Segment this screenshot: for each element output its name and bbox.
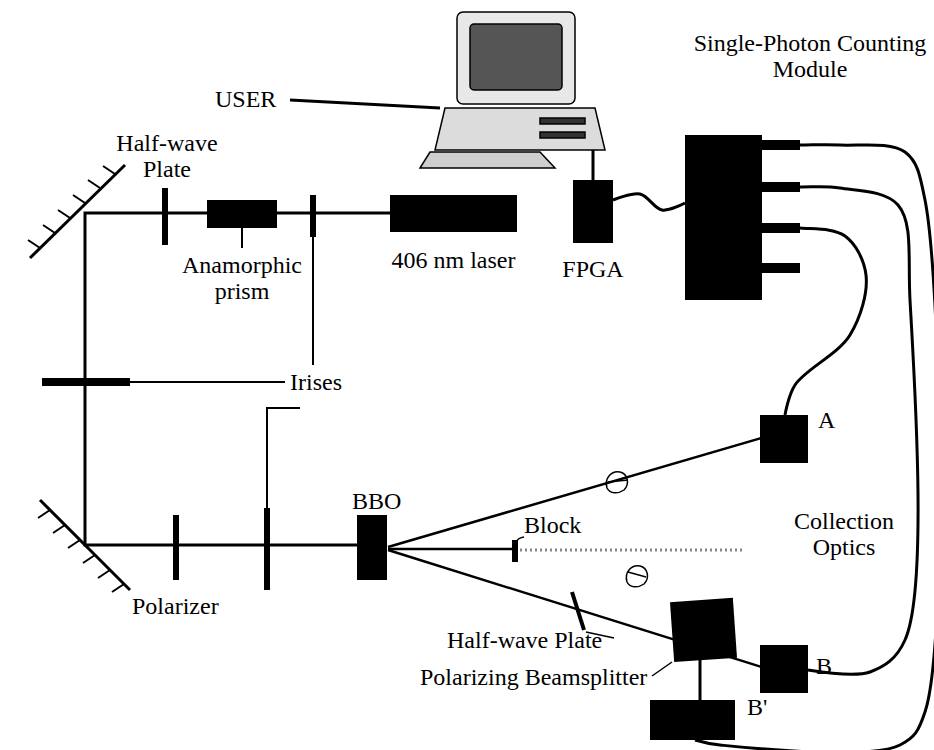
iris <box>42 378 130 386</box>
leader-line <box>517 537 524 541</box>
detector-module: Single-Photon Counting Module <box>685 135 762 300</box>
node-label: Single-Photon Counting Module <box>690 30 930 83</box>
laser-beam <box>85 213 390 545</box>
part-label: Half-wave Plate <box>112 130 222 183</box>
part-label: Half-wave Plate <box>447 627 617 653</box>
part-label: BBO <box>352 488 412 514</box>
detector-box: B' <box>650 700 735 740</box>
iris <box>310 195 316 237</box>
fpga-box: FPGA <box>573 180 613 243</box>
part-label: Collection Optics <box>790 508 898 561</box>
blocked-beam <box>520 549 745 552</box>
part-label: USER <box>215 86 295 112</box>
detector-box: A <box>760 415 808 463</box>
iris <box>264 508 270 590</box>
leader-line <box>130 381 285 383</box>
photon-path <box>388 550 765 668</box>
node-label: 406 nm laser <box>375 247 532 273</box>
bbo-crystal <box>357 515 387 580</box>
mirror <box>40 500 130 590</box>
mirror <box>30 165 125 258</box>
part-label: Anamorphic prism <box>172 252 312 305</box>
half-wave-plate <box>572 592 584 630</box>
leader-line <box>290 100 440 108</box>
spcm-ports <box>760 140 800 273</box>
polarizer <box>173 515 179 580</box>
laser-box: 406 nm laser <box>390 195 517 232</box>
mirror-hatching <box>38 510 124 592</box>
pump-beam <box>388 548 512 551</box>
signal-cable <box>613 194 685 210</box>
leader-line <box>241 228 243 248</box>
optical-fiber <box>762 227 866 415</box>
node-label: B' <box>747 694 783 720</box>
node-label: A <box>818 407 848 433</box>
detector-box: B <box>760 645 808 693</box>
photon-path <box>388 437 765 547</box>
photon-glyph <box>606 472 628 493</box>
half-wave-plate <box>162 188 168 245</box>
part-label: Irises <box>290 369 370 395</box>
photon-glyph <box>626 566 647 587</box>
anamorphic-prism <box>207 200 277 228</box>
node-label: FPGA <box>553 256 633 282</box>
mirror-hatching <box>28 166 115 248</box>
node-label: B <box>816 653 846 679</box>
leader-line <box>652 662 672 676</box>
leader-line <box>312 237 314 365</box>
photon-path <box>699 660 702 700</box>
part-label: Polarizing Beamsplitter <box>420 664 660 690</box>
polarizing-beamsplitter <box>670 598 737 662</box>
beam-block <box>512 540 518 562</box>
leader-line <box>267 408 300 508</box>
computer-icon <box>420 12 605 180</box>
part-label: Block <box>524 512 594 538</box>
part-label: Polarizer <box>132 593 252 619</box>
